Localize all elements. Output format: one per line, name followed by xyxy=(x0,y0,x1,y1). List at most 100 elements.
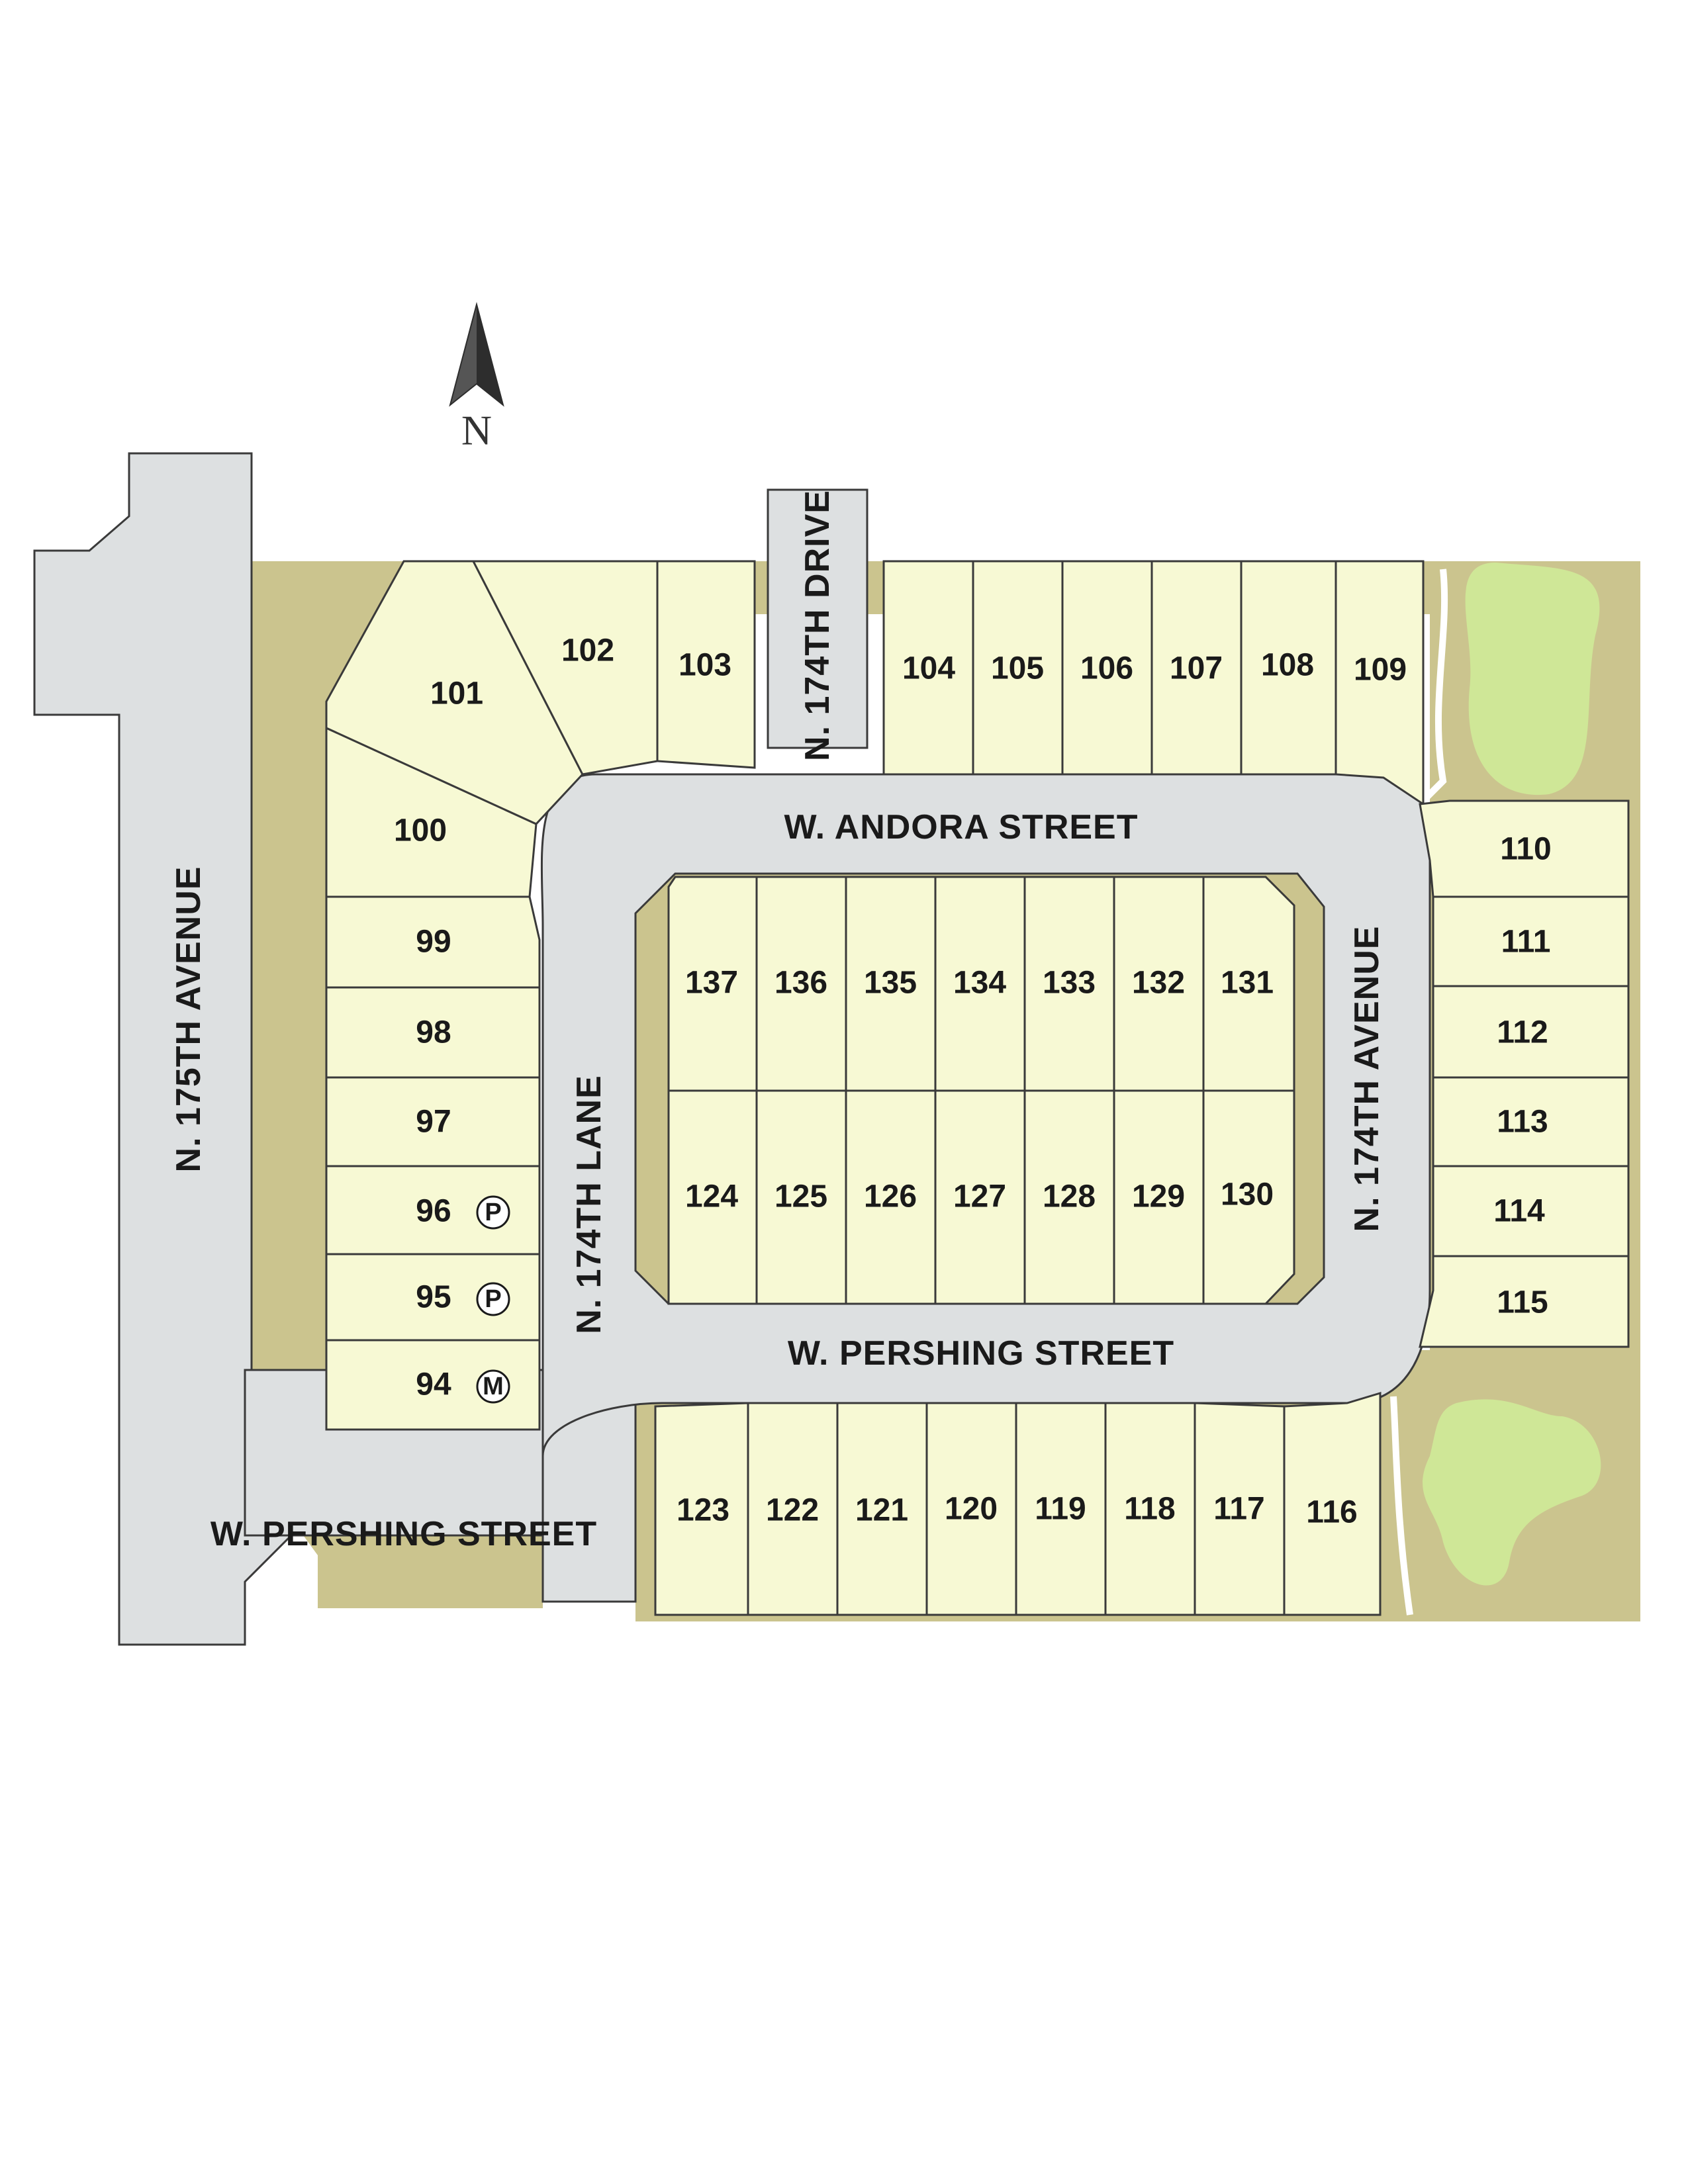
svg-text:109: 109 xyxy=(1354,653,1407,688)
lot-106[interactable]: 106 xyxy=(1061,560,1153,776)
svg-text:136: 136 xyxy=(774,966,827,1001)
lot-130[interactable]: 130 xyxy=(1202,1089,1295,1305)
lot-118[interactable]: 118 xyxy=(1104,1402,1196,1616)
svg-text:121: 121 xyxy=(855,1493,908,1528)
svg-text:111: 111 xyxy=(1501,925,1551,960)
lot-marker-p xyxy=(476,1282,510,1316)
lot-125[interactable]: 125 xyxy=(755,1089,847,1305)
svg-text:113: 113 xyxy=(1497,1105,1548,1140)
lot-95[interactable]: 95 P xyxy=(325,1253,541,1342)
north-arrow-icon xyxy=(449,302,504,407)
street-label-w-pershing-street-center: W. PERSHING STREET xyxy=(788,1334,1174,1373)
svg-text:125: 125 xyxy=(774,1179,827,1214)
lot-99[interactable]: 99 xyxy=(325,895,541,989)
svg-text:103: 103 xyxy=(679,648,731,683)
lot-108[interactable]: 108 xyxy=(1240,560,1337,776)
lot-110[interactable]: 110 xyxy=(1419,799,1630,898)
lot-marker-m xyxy=(476,1369,510,1404)
lot-133[interactable]: 133 xyxy=(1023,876,1115,1092)
lot-113[interactable]: 113 xyxy=(1432,1076,1630,1167)
svg-text:95: 95 xyxy=(416,1280,451,1315)
lot-102[interactable]: 102 xyxy=(471,560,659,776)
lot-94[interactable]: 94 M xyxy=(325,1339,541,1431)
lot-105[interactable]: 105 xyxy=(972,560,1064,776)
svg-text:122: 122 xyxy=(766,1493,819,1528)
svg-text:98: 98 xyxy=(416,1015,451,1050)
lot-marker-text: M xyxy=(483,1373,504,1400)
lot-119[interactable]: 119 xyxy=(1015,1402,1107,1616)
lot-120[interactable]: 120 xyxy=(925,1402,1017,1616)
lot-127[interactable]: 127 xyxy=(934,1089,1026,1305)
svg-text:123: 123 xyxy=(677,1493,729,1528)
lot-134[interactable]: 134 xyxy=(934,876,1026,1092)
svg-text:105: 105 xyxy=(991,651,1044,686)
lot-116[interactable]: 116 xyxy=(1283,1391,1382,1616)
svg-text:134: 134 xyxy=(953,966,1006,1001)
street-label-n174th-drive: N. 174TH DRIVE xyxy=(798,490,837,761)
svg-text:130: 130 xyxy=(1221,1177,1274,1212)
svg-text:99: 99 xyxy=(416,925,451,960)
lot-136[interactable]: 136 xyxy=(755,876,847,1092)
svg-text:132: 132 xyxy=(1132,966,1185,1001)
lot-123[interactable]: 123 xyxy=(654,1402,749,1616)
svg-text:106: 106 xyxy=(1080,651,1133,686)
svg-text:104: 104 xyxy=(902,651,955,686)
lot-135[interactable]: 135 xyxy=(845,876,937,1092)
lot-124[interactable]: 124 xyxy=(667,1089,758,1305)
svg-text:116: 116 xyxy=(1306,1495,1357,1530)
lot-100[interactable]: 100 xyxy=(325,726,538,898)
svg-text:108: 108 xyxy=(1261,648,1314,683)
street-label-n174th-avenue: N. 174TH AVENUE xyxy=(1348,926,1386,1232)
svg-text:129: 129 xyxy=(1132,1179,1185,1214)
lot-109[interactable]: 109 xyxy=(1335,560,1425,806)
street-label-n174th-lane: N. 174TH LANE xyxy=(570,1075,608,1334)
lot-117[interactable]: 117 xyxy=(1194,1402,1286,1616)
svg-text:118: 118 xyxy=(1124,1492,1175,1527)
walking-path xyxy=(1390,569,1448,1615)
lot-126[interactable]: 126 xyxy=(845,1089,937,1305)
lot-97[interactable]: 97 xyxy=(325,1076,541,1167)
north-arrow-label: N xyxy=(461,407,492,454)
svg-text:119: 119 xyxy=(1035,1492,1086,1527)
svg-text:114: 114 xyxy=(1493,1194,1545,1229)
lot-121[interactable]: 121 xyxy=(836,1402,928,1616)
svg-text:96: 96 xyxy=(416,1194,451,1229)
lot-107[interactable]: 107 xyxy=(1150,560,1243,776)
pond-south xyxy=(1423,1399,1601,1586)
lot-114[interactable]: 114 xyxy=(1432,1165,1630,1257)
svg-text:112: 112 xyxy=(1497,1015,1548,1050)
svg-text:131: 131 xyxy=(1221,966,1274,1001)
svg-text:128: 128 xyxy=(1043,1179,1096,1214)
lot-111[interactable]: 111 xyxy=(1432,895,1630,987)
svg-text:120: 120 xyxy=(945,1492,998,1527)
svg-text:137: 137 xyxy=(685,966,738,1001)
lot-115[interactable]: 115 xyxy=(1419,1255,1630,1348)
lot-131[interactable]: 131 xyxy=(1202,876,1295,1092)
svg-text:101: 101 xyxy=(430,676,483,711)
svg-text:135: 135 xyxy=(864,966,917,1001)
svg-text:102: 102 xyxy=(561,633,614,668)
svg-text:97: 97 xyxy=(416,1105,451,1140)
lot-98[interactable]: 98 xyxy=(325,986,541,1079)
svg-text:133: 133 xyxy=(1043,966,1096,1001)
lot-132[interactable]: 132 xyxy=(1113,876,1205,1092)
lot-129[interactable]: 129 xyxy=(1113,1089,1205,1305)
lot-marker-p xyxy=(476,1195,510,1230)
lot-103[interactable]: 103 xyxy=(656,560,756,769)
street-label-w-pershing-street-south: W. PERSHING STREET xyxy=(211,1515,597,1553)
svg-text:110: 110 xyxy=(1500,832,1551,867)
open-space-west xyxy=(250,561,543,1608)
lot-marker-text: P xyxy=(485,1199,501,1226)
svg-text:127: 127 xyxy=(953,1179,1006,1214)
lot-128[interactable]: 128 xyxy=(1023,1089,1115,1305)
svg-text:107: 107 xyxy=(1170,651,1223,686)
street-label-n175th-avenue: N. 175TH AVENUE xyxy=(169,866,208,1173)
lot-96[interactable]: 96 P xyxy=(325,1165,541,1255)
lot-137[interactable]: 137 xyxy=(667,876,758,1092)
lot-104[interactable]: 104 xyxy=(882,560,974,776)
svg-text:115: 115 xyxy=(1497,1285,1548,1320)
svg-text:117: 117 xyxy=(1213,1492,1264,1527)
lot-112[interactable]: 112 xyxy=(1432,985,1630,1079)
lot-122[interactable]: 122 xyxy=(747,1402,839,1616)
